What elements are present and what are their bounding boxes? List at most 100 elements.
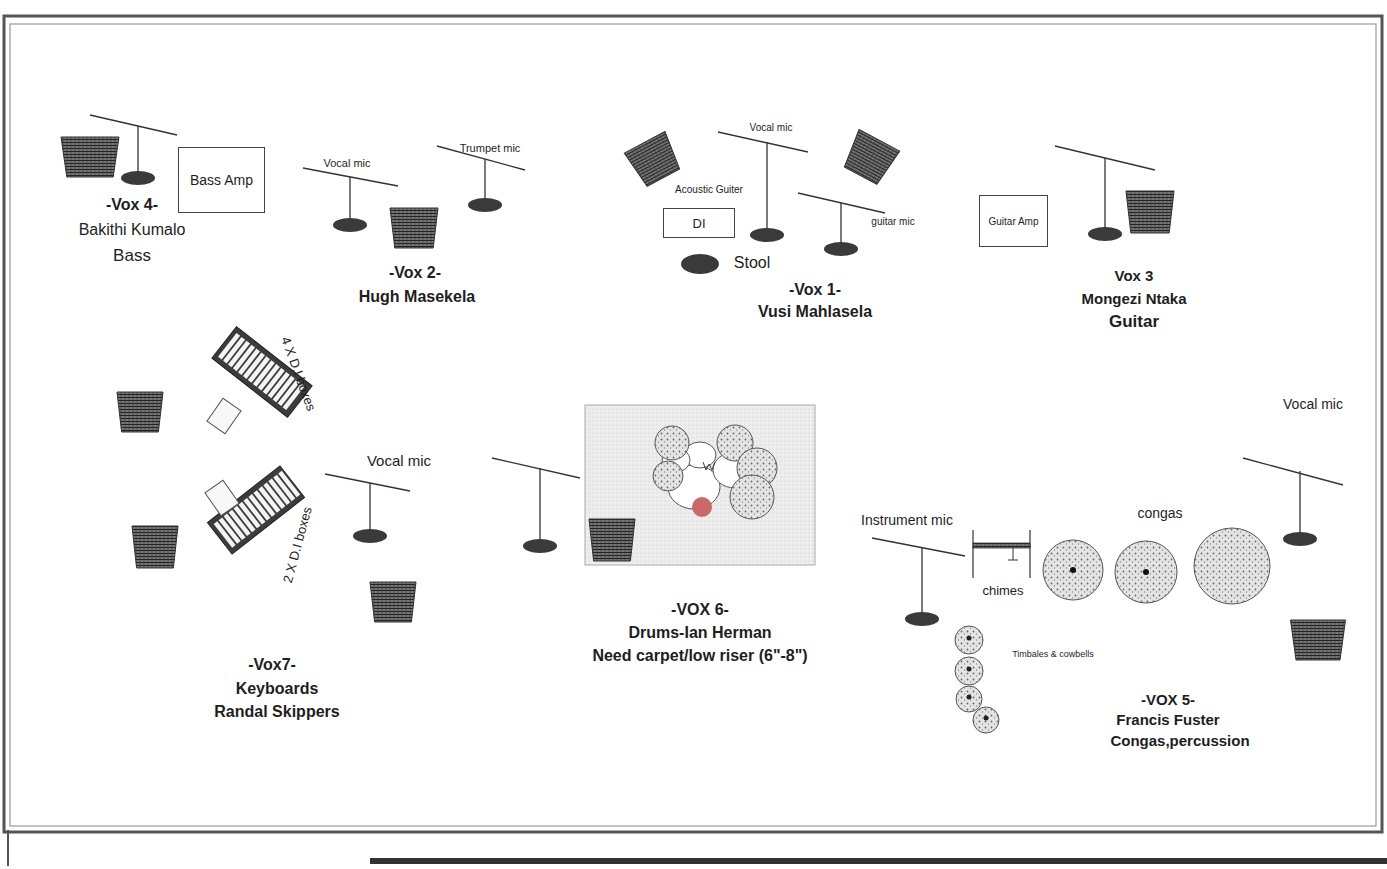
- instrument-label: Acoustic Guiter: [675, 184, 743, 195]
- performer-name: Drums-Ian Herman: [628, 624, 771, 642]
- mic-base: [121, 171, 155, 185]
- mic-label: Vocal mic: [323, 157, 370, 169]
- monitor-wedge: [61, 137, 119, 177]
- timbale: [955, 657, 983, 685]
- performer-slot: -Vox 2-: [389, 264, 441, 282]
- equipment-box: DI: [663, 208, 735, 238]
- monitor-wedge-body: [117, 392, 163, 432]
- performer-name: Francis Fuster: [1116, 712, 1219, 729]
- page-frame-inner: [10, 24, 1376, 826]
- performer-slot: -Vox7-: [248, 656, 296, 674]
- stool-seat: [681, 254, 719, 274]
- instrument-label: chimes: [982, 584, 1023, 598]
- instrument-name: Congas,percussion: [1110, 733, 1249, 750]
- mic-pole: [766, 142, 767, 232]
- mic-stand: [325, 474, 410, 543]
- monitor-wedge-body: [1126, 191, 1174, 233]
- performer-name: Randal Skippers: [214, 703, 339, 721]
- mic-boom: [1243, 458, 1343, 485]
- performer-name: Hugh Masekela: [359, 288, 475, 306]
- di-box-note: 4 X D.I boxes: [278, 335, 318, 413]
- monitor-wedge: [117, 392, 163, 432]
- mic-boom: [872, 538, 965, 556]
- hihat-symbol: [703, 462, 715, 470]
- equipment-label: DI: [693, 216, 706, 231]
- chimes-stand: [973, 530, 1030, 578]
- keyboard-key: [278, 471, 300, 497]
- monitor-wedge-body: [132, 526, 178, 568]
- mic-base: [824, 242, 858, 256]
- mic-label: Vocal mic: [750, 122, 793, 133]
- mic-base: [353, 529, 387, 543]
- mic-base: [468, 198, 502, 212]
- mic-base: [905, 612, 939, 626]
- mic-label: Trumpet mic: [460, 142, 521, 154]
- mic-pole: [369, 483, 370, 533]
- monitor-wedge-body: [1291, 620, 1346, 660]
- mic-stand: [1055, 146, 1155, 241]
- performer-slot: -VOX 5-: [1141, 692, 1195, 709]
- mic-base: [523, 539, 557, 553]
- conga: [1043, 540, 1103, 600]
- timbale-center: [967, 695, 972, 700]
- conga-center: [1143, 569, 1149, 575]
- conga: [1194, 528, 1270, 604]
- mic-pole: [1104, 158, 1105, 231]
- drum-riser: [585, 405, 815, 565]
- monitor-wedge-body: [390, 208, 438, 248]
- drum-head: [655, 426, 689, 460]
- equipment-label: Bass Amp: [190, 172, 253, 188]
- monitor-wedge: [1126, 191, 1174, 233]
- performer-slot: -Vox 4-: [106, 196, 158, 214]
- mic-base: [1088, 227, 1122, 241]
- mic-base: [333, 218, 367, 232]
- performer-name: Bakithi Kumalo: [79, 221, 186, 239]
- mic-boom: [718, 132, 808, 152]
- page-frame: [4, 16, 1382, 832]
- monitor-wedge-body: [61, 137, 119, 177]
- conga: [1115, 541, 1177, 603]
- mic-label: guitar mic: [871, 216, 914, 227]
- monitor-wedge: [390, 208, 438, 248]
- mic-base: [1283, 532, 1317, 546]
- mic-pole: [484, 159, 485, 202]
- mic-stand: [492, 458, 580, 553]
- monitor-wedge-body: [840, 130, 899, 187]
- stool-label: Stool: [734, 254, 770, 272]
- monitor-wedge: [624, 132, 683, 189]
- mic-stand: [872, 538, 965, 626]
- timbale-center: [984, 716, 989, 721]
- monitor-wedge-body: [624, 132, 683, 189]
- timbale: [955, 626, 983, 654]
- performer-slot: Vox 3: [1115, 268, 1154, 285]
- mic-label: Vocal mic: [367, 453, 431, 470]
- performer-name: Vusi Mahlasela: [758, 303, 872, 321]
- mic-pole: [137, 126, 138, 175]
- monitor-wedge: [132, 526, 178, 568]
- di-box-note: 2 X D.I boxes: [281, 505, 315, 584]
- riser-note: Need carpet/low riser (6"-8"): [592, 647, 807, 665]
- monitor-wedge: [370, 582, 416, 622]
- instrument-label: congas: [1137, 506, 1182, 521]
- timbale: [956, 686, 982, 712]
- instrument-name: Bass: [113, 247, 151, 266]
- keyboard-pedal: [207, 398, 241, 434]
- performer-name: Mongezi Ntaka: [1081, 291, 1186, 308]
- mic-pole: [539, 468, 540, 543]
- equipment-box: Guitar Amp: [979, 195, 1048, 247]
- conga-center: [1070, 567, 1076, 573]
- timbale-center: [967, 667, 972, 672]
- mic-boom: [492, 458, 580, 478]
- instrument-name: Guitar: [1109, 313, 1159, 332]
- mic-stand: [303, 168, 398, 232]
- monitor-wedge: [840, 130, 899, 187]
- drum-head: [730, 475, 774, 519]
- instrument-name: Keyboards: [236, 680, 319, 698]
- scan-edge: [7, 830, 9, 866]
- monitor-wedge-body: [589, 519, 635, 561]
- mic-base: [750, 228, 784, 242]
- mic-pole: [349, 177, 350, 222]
- mic-stand: [90, 115, 177, 185]
- equipment-label: Guitar Amp: [988, 216, 1038, 227]
- mic-pole: [1299, 471, 1300, 536]
